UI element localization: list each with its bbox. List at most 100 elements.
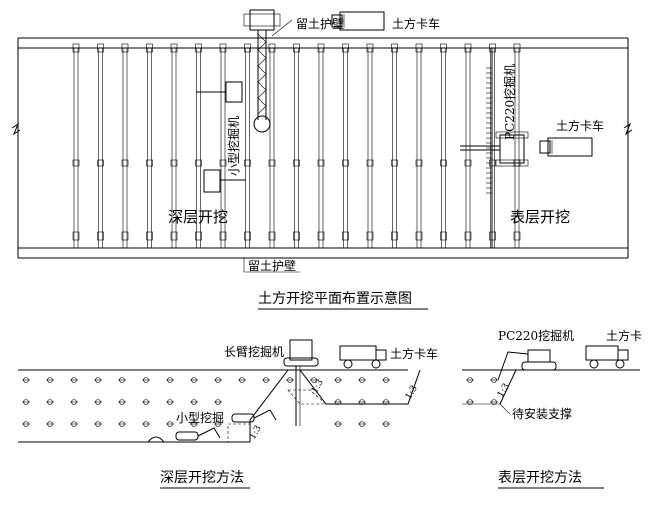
- label-deep-truck: 土方卡车: [390, 346, 438, 361]
- left-break-mark: [11, 122, 21, 136]
- arm-bucket: [253, 115, 271, 133]
- strut-end: [415, 231, 423, 241]
- strut-end: [391, 43, 398, 53]
- truck-right-body: [547, 137, 593, 157]
- strut-node: [268, 159, 276, 167]
- strut-end: [440, 43, 447, 53]
- strut-node: [464, 159, 472, 167]
- strut-end: [342, 43, 349, 53]
- strut-node: [195, 159, 202, 167]
- strut-node: [146, 159, 153, 167]
- surface-section: PC220挖掘机 土方卡 待安装支撑 1:3 表层开挖方法: [462, 328, 642, 489]
- label-surface-pc220: PC220挖掘机: [498, 328, 574, 343]
- surface-truck-wheel-1: [589, 359, 599, 369]
- strut-end: [464, 231, 472, 241]
- long-arm-track: [283, 357, 319, 367]
- strut-end: [317, 231, 325, 241]
- strut-end: [219, 231, 227, 241]
- small-excavator-section-1: [175, 427, 221, 441]
- leader-top: [271, 19, 293, 37]
- strut-node: [72, 159, 80, 167]
- strut-end: [513, 231, 521, 241]
- pc220-track-bottom: [495, 159, 529, 167]
- label-deep-slope-right: 1:3: [404, 384, 420, 402]
- strut-end: [293, 43, 300, 53]
- small-excavator-plan-2: [203, 169, 246, 193]
- strut-end: [440, 231, 447, 241]
- label-deep-small-exc: 小型挖掘: [176, 410, 224, 425]
- label-retain-top: 留土护壁: [296, 16, 344, 31]
- pc220-sec-cab: [527, 349, 551, 363]
- strut-node: [317, 159, 325, 167]
- strut-end: [415, 43, 423, 53]
- strut-end: [195, 231, 202, 241]
- strut-end: [464, 43, 472, 53]
- strut-end: [121, 43, 129, 53]
- strut-end: [195, 43, 202, 53]
- strut-node: [391, 159, 398, 167]
- plan-view: 留土护壁 土方卡车 土方卡车 留土护壁 深层开挖 表层开挖 PC220挖掘机 小…: [11, 9, 633, 310]
- strut-end: [342, 231, 349, 241]
- strut-end: [146, 43, 153, 53]
- small-excavator-section-2: [231, 409, 277, 423]
- pc220-excavator-plan: [460, 131, 529, 167]
- deep-title: 深层开挖方法: [160, 470, 244, 486]
- strut-end: [97, 43, 104, 53]
- deep-section: 长臂挖掘机 土方卡车 小型挖掘 1:3 1:3 1:3 深层开挖方法: [18, 339, 438, 489]
- strut-end: [366, 43, 374, 53]
- surface-truck-section: [585, 345, 629, 369]
- deep-hatch-1: [227, 423, 251, 443]
- retaining-soil-arm: [243, 9, 281, 133]
- surface-brace-leader: [499, 403, 511, 415]
- strut-end: [244, 231, 251, 241]
- strut-end: [268, 43, 276, 53]
- strut-end: [513, 43, 521, 53]
- surface-slope: [499, 369, 517, 405]
- strut-node: [415, 159, 423, 167]
- surface-pile-dots: [466, 377, 498, 405]
- strut-end: [293, 231, 300, 241]
- strut-node: [342, 159, 349, 167]
- plan-title: 土方开挖平面布置示意图: [258, 290, 412, 307]
- long-arm-cab: [289, 339, 313, 361]
- label-small-exc: 小型挖掘机: [226, 116, 241, 176]
- long-arm-excavator-section: [283, 339, 319, 426]
- label-truck-right: 土方卡车: [556, 118, 604, 133]
- truck-top: [331, 11, 385, 31]
- soil-mound: [147, 436, 165, 443]
- deep-slope-right: [299, 369, 421, 405]
- deep-truck-section: [339, 345, 387, 369]
- strut-end: [317, 43, 325, 53]
- strut-node: [170, 159, 178, 167]
- strut-node: [97, 159, 104, 167]
- long-arm-excavator-top: [249, 9, 275, 31]
- label-surface: 表层开挖: [510, 208, 570, 226]
- strut-end: [121, 231, 129, 241]
- surface-truck-body: [585, 345, 619, 361]
- strut-end: [268, 231, 276, 241]
- strut-end: [97, 231, 104, 241]
- label-deep-slope-mid: 1:3: [310, 378, 326, 396]
- strut-end: [72, 43, 80, 53]
- small-excavator-plan-1: [196, 81, 243, 103]
- deep-pile-dots: [22, 377, 390, 427]
- strut-node: [440, 159, 447, 167]
- strut-end: [170, 231, 178, 241]
- truck-right: [539, 137, 593, 157]
- strut-end: [219, 43, 227, 53]
- strut-node: [244, 159, 251, 167]
- pc220-excavator-section: [497, 349, 557, 381]
- strut-node: [219, 159, 227, 167]
- strut-node: [121, 159, 129, 167]
- strut-node: [366, 159, 374, 167]
- small-sec-1-arm: [197, 427, 221, 439]
- pc220-track-top: [495, 131, 529, 139]
- strut-end: [170, 43, 178, 53]
- pc220-sec-arm: [497, 351, 529, 381]
- arm-lattice: [257, 33, 267, 115]
- small-exc-1-body: [225, 81, 243, 103]
- deep-truck-wheel-1: [343, 359, 353, 369]
- pc220-sec-track: [521, 361, 557, 371]
- label-pc220: PC220挖掘机: [502, 64, 517, 140]
- support-struts: [72, 43, 521, 248]
